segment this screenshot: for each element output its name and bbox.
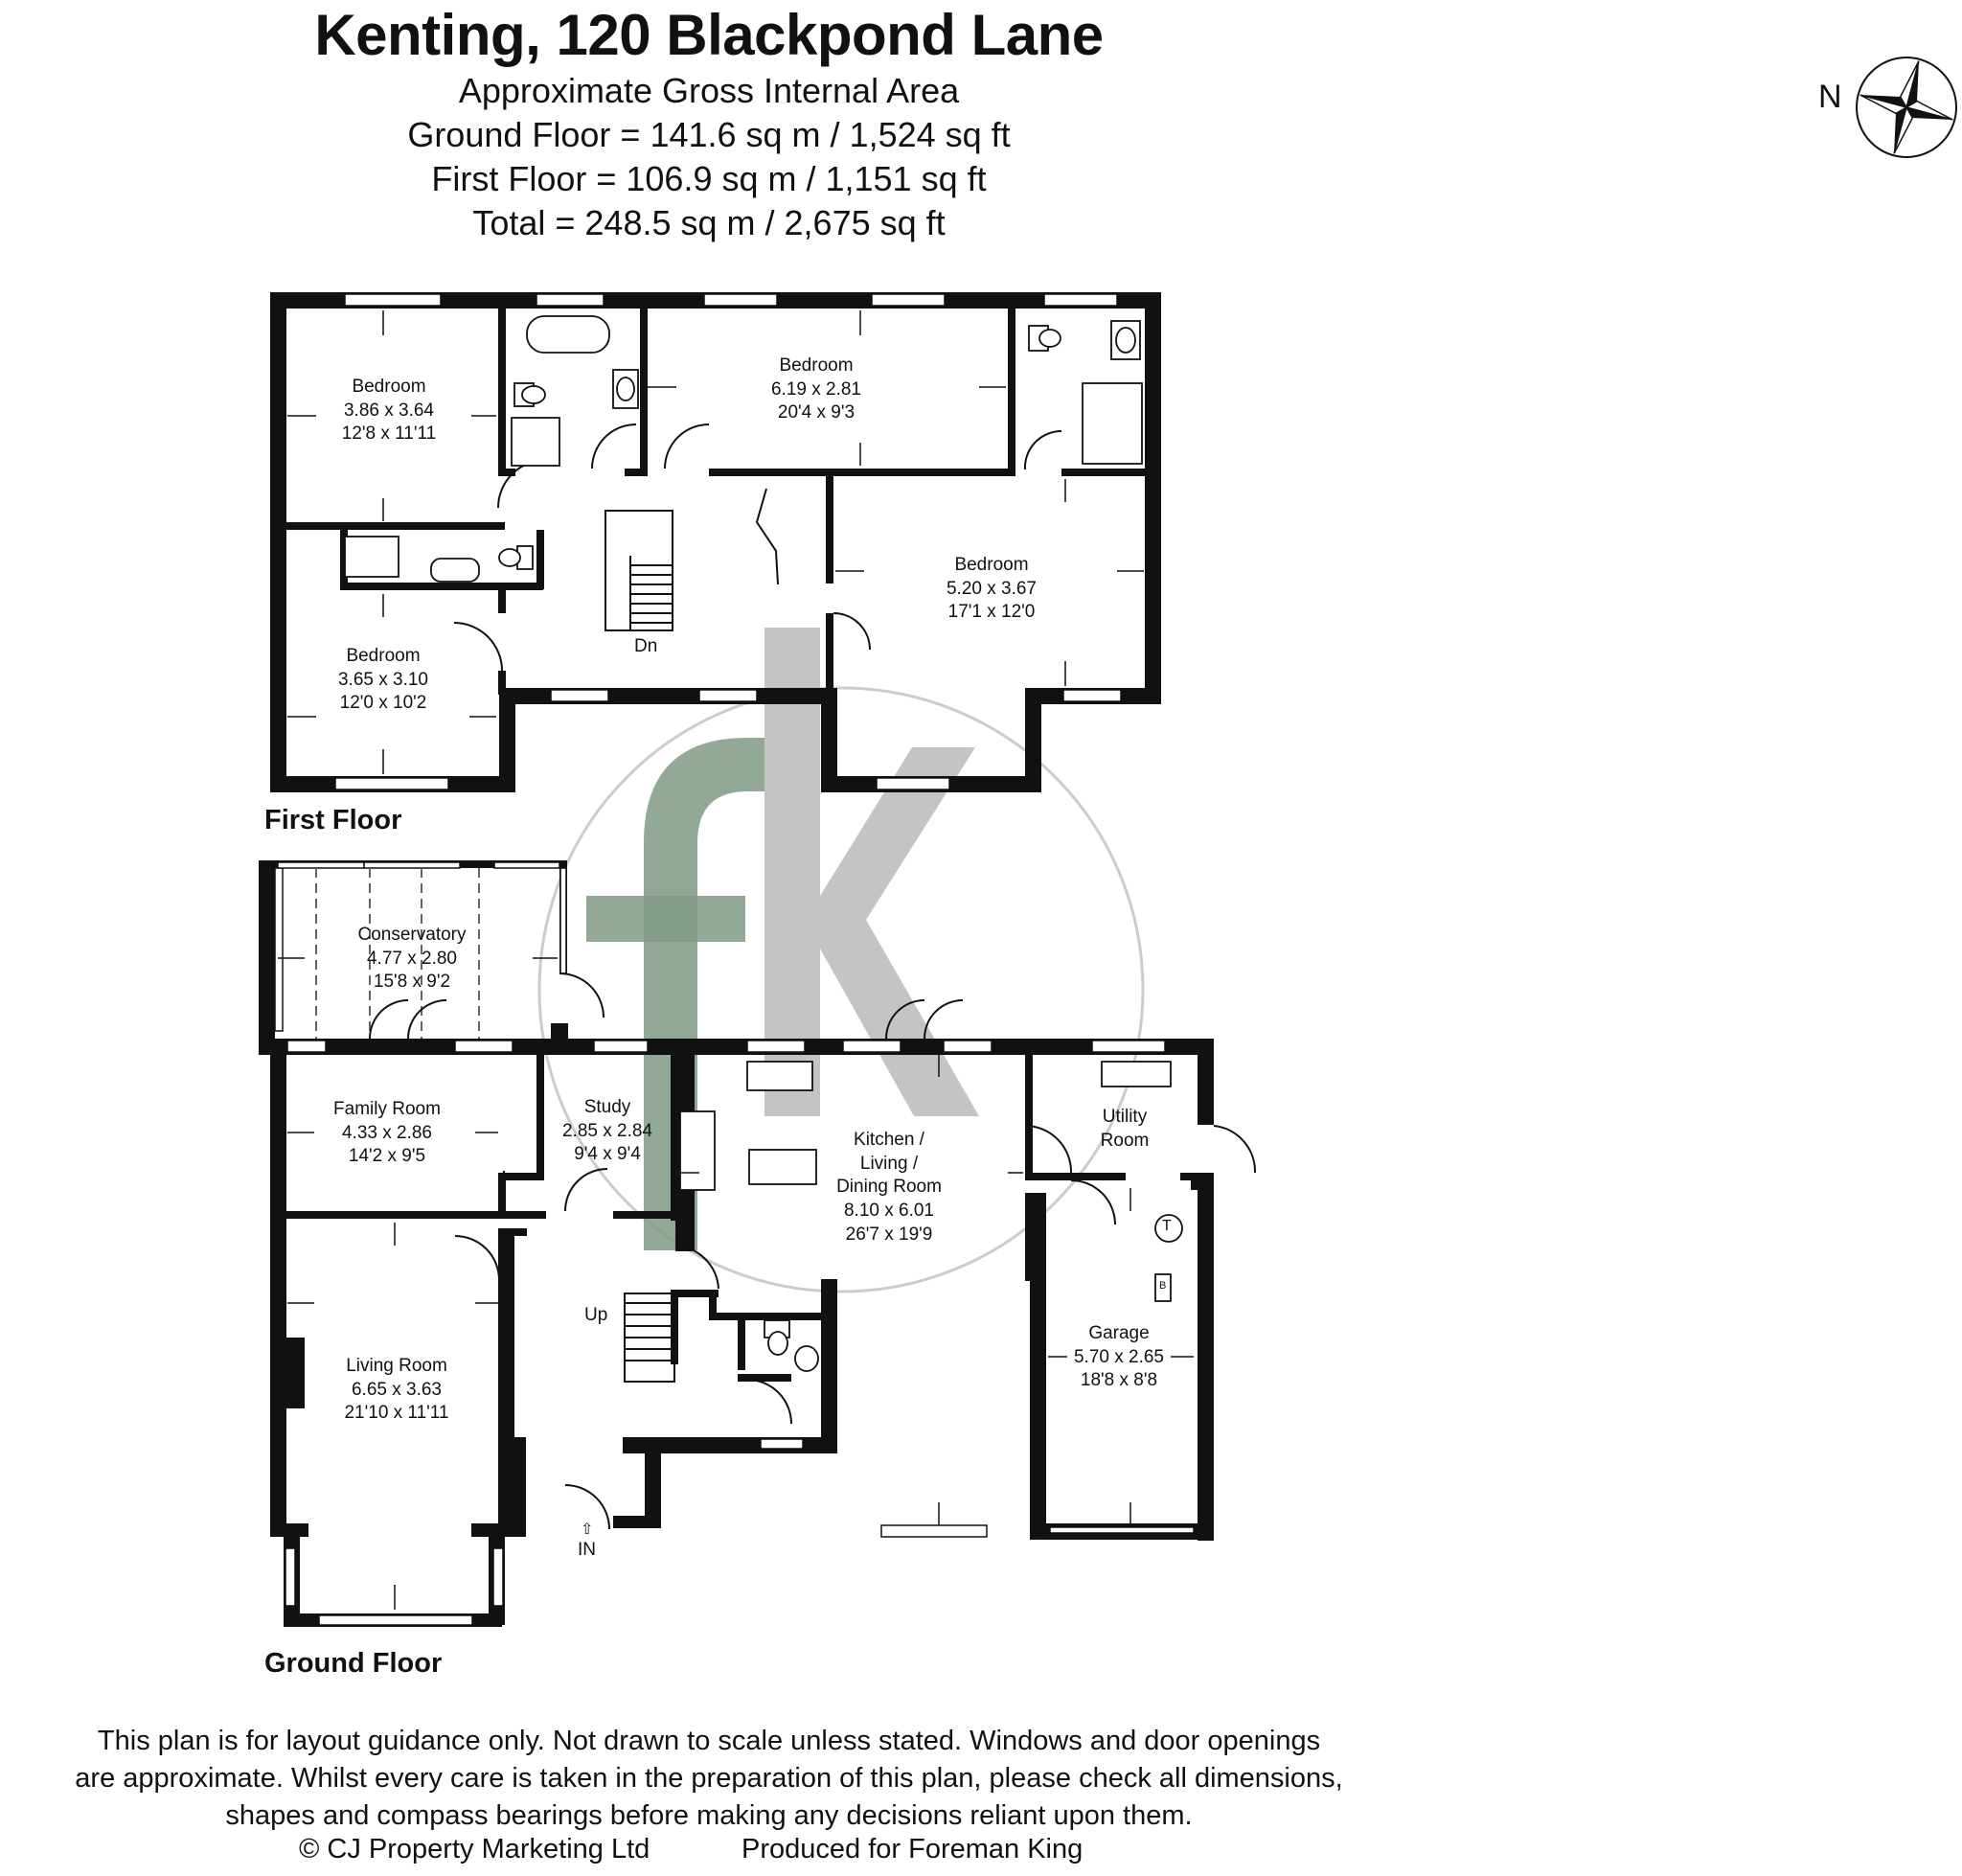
page-title: Kenting, 120 Blackpond Lane bbox=[314, 3, 1104, 67]
water-tank-label: T bbox=[1162, 1218, 1172, 1234]
compass-north-label: N bbox=[1818, 79, 1842, 115]
family-room-label: Family Room 4.33 x 2.86 14'2 x 9'5 bbox=[333, 1099, 441, 1167]
disclaimer-line-2: are approximate. Whilst every care is ta… bbox=[75, 1763, 1343, 1794]
stairs-up-label: Up bbox=[584, 1305, 608, 1325]
living-room-label: Living Room 6.65 x 3.63 21'10 x 11'11 bbox=[344, 1356, 449, 1424]
first-floor-bedroom-2: Bedroom 6.19 x 2.81 20'4 x 9'3 bbox=[770, 355, 862, 423]
produced-for-text: Produced for Foreman King bbox=[741, 1834, 1084, 1865]
copyright-text: © CJ Property Marketing Ltd bbox=[299, 1834, 650, 1865]
stairs-down-label: Dn bbox=[634, 636, 658, 656]
disclaimer-line-3: shapes and compass bearings before makin… bbox=[225, 1800, 1193, 1831]
entrance-arrow-icon: ⇧ bbox=[581, 1521, 594, 1538]
conservatory-label: Conservatory 4.77 x 2.80 15'8 x 9'2 bbox=[357, 925, 467, 993]
first-floor-bedroom-1: Bedroom 3.86 x 3.64 12'8 x 11'11 bbox=[341, 377, 437, 445]
disclaimer-line-1: This plan is for layout guidance only. N… bbox=[97, 1726, 1321, 1756]
study-label: Study 2.85 x 2.84 9'4 x 9'4 bbox=[561, 1097, 653, 1165]
kitchen-living-dining-label: Kitchen / Living / Dining Room 8.10 x 6.… bbox=[836, 1130, 942, 1245]
area-heading: Approximate Gross Internal Area bbox=[458, 71, 960, 110]
first-floor-label: First Floor bbox=[264, 805, 402, 835]
utility-room-label: Utility Room bbox=[1100, 1107, 1150, 1151]
ground-floor-area: Ground Floor = 141.6 sq m / 1,524 sq ft bbox=[407, 115, 1011, 154]
boiler-label: B bbox=[1159, 1280, 1167, 1292]
ground-floor-label: Ground Floor bbox=[264, 1648, 443, 1679]
total-area: Total = 248.5 sq m / 2,675 sq ft bbox=[472, 203, 946, 242]
garage-label: Garage 5.70 x 2.65 18'8 x 8'8 bbox=[1073, 1323, 1165, 1391]
first-floor-area: First Floor = 106.9 sq m / 1,151 sq ft bbox=[431, 159, 987, 198]
entrance-label: IN bbox=[578, 1540, 596, 1560]
first-floor-bedroom-3: Bedroom 5.20 x 3.67 17'1 x 12'0 bbox=[946, 555, 1038, 623]
first-floor-bedroom-4: Bedroom 3.65 x 3.10 12'0 x 10'2 bbox=[337, 646, 429, 714]
